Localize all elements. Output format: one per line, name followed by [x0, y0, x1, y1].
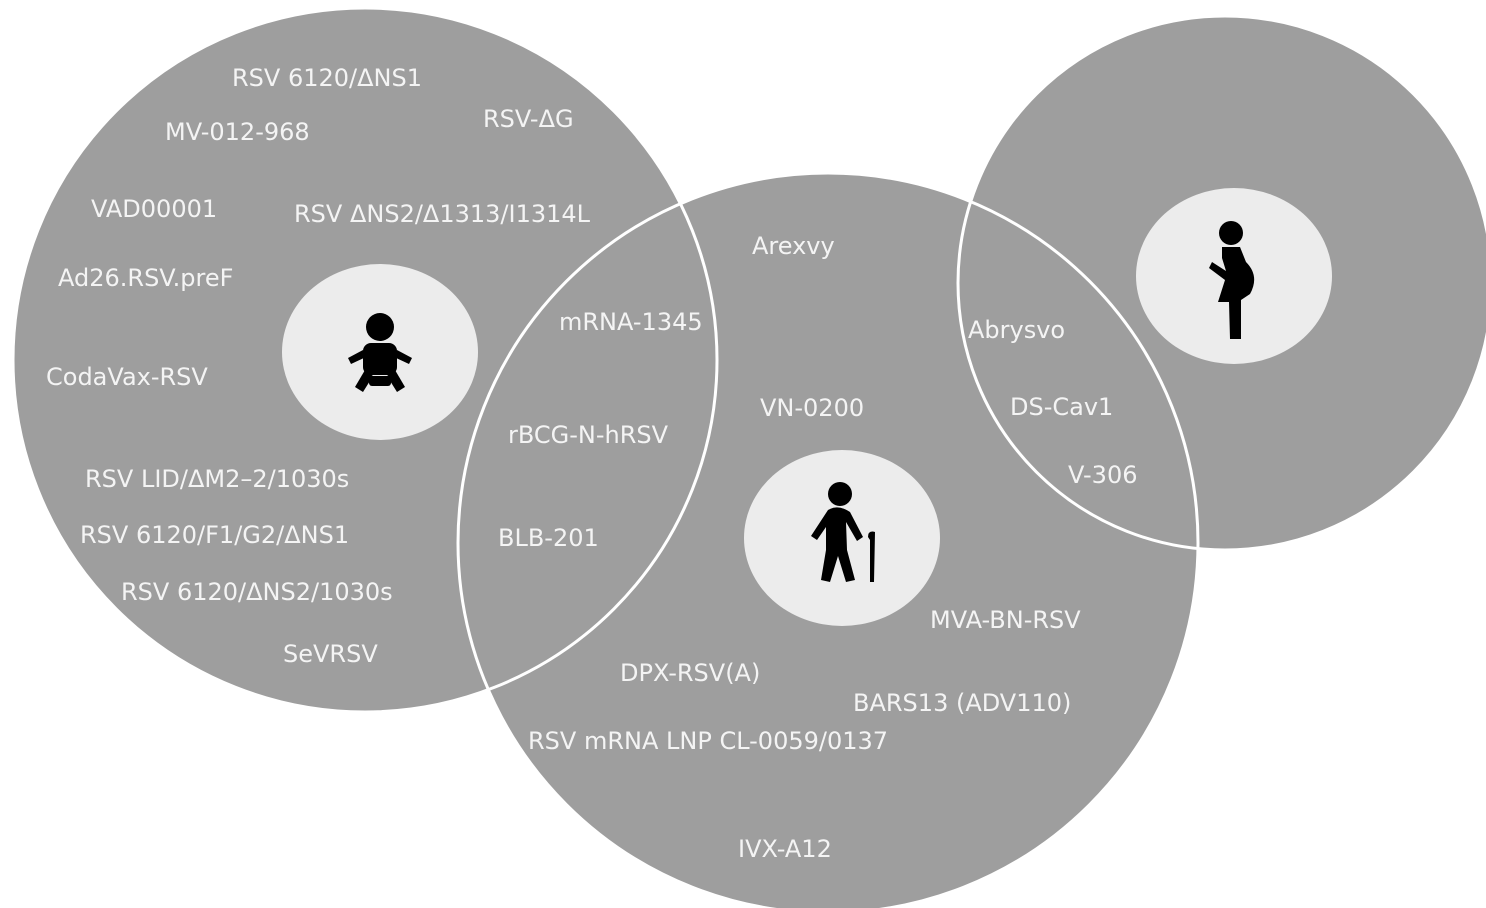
vaccine-label: RSV mRNA LNP CL-0059/0137 [528, 727, 888, 755]
pregnant-woman-icon [1136, 188, 1332, 364]
vaccine-label: DS-Cav1 [1010, 393, 1113, 421]
vaccine-label: Abrysvo [968, 316, 1065, 344]
vaccine-label: RSV LID/ΔM2–2/1030s [85, 465, 349, 493]
vaccine-label: Arexvy [752, 232, 835, 260]
vaccine-label: VAD00001 [91, 195, 217, 223]
vaccine-label: RSV 6120/F1/G2/ΔNS1 [80, 521, 349, 549]
vaccine-label: RSV ΔNS2/Δ1313/I1314L [294, 200, 591, 228]
infants-circle-outline [11, 6, 719, 714]
vaccine-label: MV-012-968 [165, 118, 310, 146]
vaccine-label: Ad26.RSV.preF [58, 264, 233, 292]
vaccine-label: DPX-RSV(A) [620, 659, 760, 687]
pregnant-women-circle-outline [956, 14, 1486, 552]
vaccine-label: CodaVax-RSV [46, 363, 208, 391]
vaccine-label: RSV-ΔG [483, 105, 574, 133]
vaccine-label: V-306 [1068, 461, 1137, 489]
elderly-person-icon [744, 450, 940, 626]
vaccine-label: rBCG-N-hRSV [508, 421, 669, 449]
vaccine-label: RSV 6120/ΔNS2/1030s [121, 578, 393, 606]
vaccine-label: mRNA-1345 [559, 308, 703, 336]
vaccine-label: SeVRSV [283, 640, 378, 668]
vaccine-label: VN-0200 [760, 394, 864, 422]
vaccine-label: BARS13 (ADV110) [853, 689, 1071, 717]
vaccine-label: BLB-201 [498, 524, 599, 552]
vaccine-label: MVA-BN-RSV [930, 606, 1081, 634]
vaccine-labels: RSV 6120/ΔNS1 MV-012-968 RSV-ΔG VAD00001… [46, 64, 1137, 863]
baby-icon [282, 264, 478, 440]
older-adults-circle-outline [456, 171, 1200, 908]
vaccine-label: IVX-A12 [738, 835, 832, 863]
vaccine-label: RSV 6120/ΔNS1 [232, 64, 422, 92]
